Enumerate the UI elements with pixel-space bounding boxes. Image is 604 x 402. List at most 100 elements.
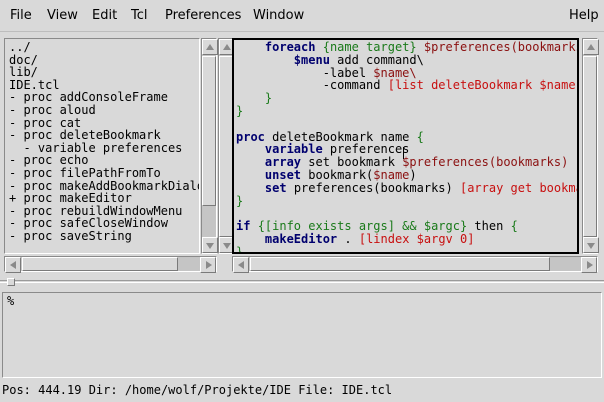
code-line: if {[info exists args] && $argc} then { (236, 219, 577, 234)
menu-preferences[interactable]: Preferences (165, 8, 242, 23)
code-token: [list deleteBookmark $name] (387, 78, 579, 93)
code-token: set bookmark (301, 155, 403, 170)
file-list-item[interactable]: - proc makeAddBookmarkDialo (9, 178, 200, 193)
scroll-up-arrow-icon[interactable] (583, 39, 599, 55)
code-line: proc deleteBookmark name { (236, 129, 577, 144)
file-list-item[interactable]: - proc cat (9, 115, 82, 130)
code-line: } (236, 91, 577, 106)
editor-vscrollbar[interactable] (218, 38, 235, 254)
code-token: $name\ (373, 65, 417, 80)
code-token: -label (236, 65, 374, 80)
scroll-right-arrow-icon[interactable] (200, 257, 216, 273)
scroll-left-arrow-icon[interactable] (233, 257, 249, 273)
file-list-item[interactable]: - proc saveString (9, 228, 132, 243)
file-list-item[interactable]: - proc deleteBookmark (9, 128, 161, 143)
scroll-up-arrow-icon[interactable] (219, 39, 235, 55)
scroll-right-arrow-icon[interactable] (581, 257, 597, 273)
editor-hscrollbar[interactable] (232, 256, 598, 273)
file-list-item[interactable]: lib/ (9, 65, 38, 80)
code-token: ) (409, 167, 417, 182)
code-token: unset (264, 167, 302, 182)
editor-hscroll-thumb[interactable] (250, 257, 550, 271)
file-list-vscrollbar[interactable] (201, 38, 218, 254)
file-list-item[interactable]: + proc makeEditor (9, 191, 132, 206)
code-token: {[info exists args] && $argc} (257, 219, 468, 234)
code-token: [array get bookmark] (459, 180, 577, 195)
code-editor[interactable]: foreach {name target} $preferences(bookm… (232, 38, 579, 254)
code-token: deleteBookmark name (264, 129, 417, 144)
file-list-item[interactable]: - proc safeCloseWindow (9, 216, 168, 231)
file-list-rows: ../doc/lib/IDE.tcl- proc addConsoleFrame… (9, 40, 200, 243)
code-line: array set bookmark $preferences(bookmark… (236, 155, 577, 170)
code-line: variable preferences (236, 142, 577, 157)
code-line: } (236, 103, 577, 118)
status-bar: Pos: 444.19 Dir: /home/wolf/Projekte/IDE… (2, 383, 393, 397)
text-cursor (403, 147, 404, 159)
pane-divider-highlight (0, 282, 604, 283)
file-list-item[interactable]: - proc aloud (9, 102, 96, 117)
code-token: if (236, 219, 251, 234)
code-token: $preferences(bookmarks) (402, 155, 569, 170)
code-token: add command\ (329, 52, 424, 67)
file-list-item[interactable]: ../ (9, 40, 31, 54)
code-token: . (337, 231, 359, 246)
menubar: File View Edit Tcl Preferences Window He… (0, 0, 604, 32)
code-token: $preferences(bookmarks) (423, 40, 579, 54)
console[interactable]: % (2, 292, 602, 378)
code-token: set (264, 180, 287, 195)
file-list-item[interactable]: doc/ (9, 52, 38, 67)
code-line: makeEditor . [lindex $argv 0] (236, 231, 577, 246)
editor-right-scroll-thumb[interactable] (583, 56, 597, 237)
menu-file[interactable]: File (10, 8, 32, 23)
code-token: proc (236, 129, 265, 144)
code-line: set preferences(bookmarks) [array get bo… (236, 180, 577, 195)
file-list[interactable]: ../doc/lib/IDE.tcl- proc addConsoleFrame… (4, 38, 200, 254)
code-token: preferences(bookmarks) (286, 180, 460, 195)
code-line: } (236, 194, 577, 208)
code-line: } (236, 244, 577, 254)
scroll-down-arrow-icon[interactable] (202, 237, 218, 253)
menu-view[interactable]: View (47, 8, 78, 23)
scroll-down-arrow-icon[interactable] (219, 237, 235, 253)
code-token: makeEditor (264, 231, 338, 246)
menu-window[interactable]: Window (253, 8, 305, 23)
editor-right-vscrollbar[interactable] (582, 38, 599, 254)
code-token: } (236, 103, 244, 118)
code-token: { (416, 129, 424, 144)
code-lines: foreach {name target} $preferences(bookm… (236, 40, 579, 254)
code-token: $menu (293, 52, 330, 67)
scroll-left-arrow-icon[interactable] (5, 257, 21, 273)
code-token: array (264, 155, 302, 170)
menu-edit[interactable]: Edit (92, 8, 118, 23)
file-list-item[interactable]: - proc rebuildWindowMenu (9, 203, 183, 218)
code-line: unset bookmark($name) (236, 167, 577, 182)
menu-help[interactable]: Help (569, 8, 599, 23)
code-line: foreach {name target} $preferences(bookm… (236, 40, 579, 54)
code-token: -command (236, 78, 388, 93)
file-list-item[interactable]: - proc echo (9, 153, 89, 168)
code-token: } (264, 91, 273, 106)
code-token: [lindex $argv 0] (358, 231, 475, 246)
code-token: $name (373, 167, 410, 182)
file-list-hscrollbar[interactable] (4, 256, 217, 273)
code-token: { (510, 219, 518, 234)
code-token: variable (264, 142, 323, 157)
code-token: {name target} (322, 40, 417, 54)
file-list-item[interactable]: - variable preferences (9, 140, 183, 155)
menu-tcl[interactable]: Tcl (131, 8, 148, 23)
scroll-up-arrow-icon[interactable] (202, 39, 218, 55)
editor-scroll-thumb[interactable] (219, 56, 233, 237)
sash-handle[interactable] (7, 278, 15, 286)
code-token: bookmark( (301, 167, 374, 182)
file-list-item[interactable]: - proc filePathFromTo (9, 165, 161, 180)
file-list-item[interactable]: - proc addConsoleFrame (9, 90, 168, 105)
code-token: then (467, 219, 511, 234)
pane-divider[interactable] (0, 280, 604, 281)
file-list-scroll-thumb[interactable] (202, 56, 216, 206)
code-token: preferences (322, 142, 410, 157)
file-list-item[interactable]: IDE.tcl (9, 77, 60, 92)
code-line: $menu add command\ (236, 52, 577, 67)
scroll-down-arrow-icon[interactable] (583, 237, 599, 253)
file-list-hscroll-thumb[interactable] (22, 257, 178, 271)
code-token: } (236, 244, 244, 254)
